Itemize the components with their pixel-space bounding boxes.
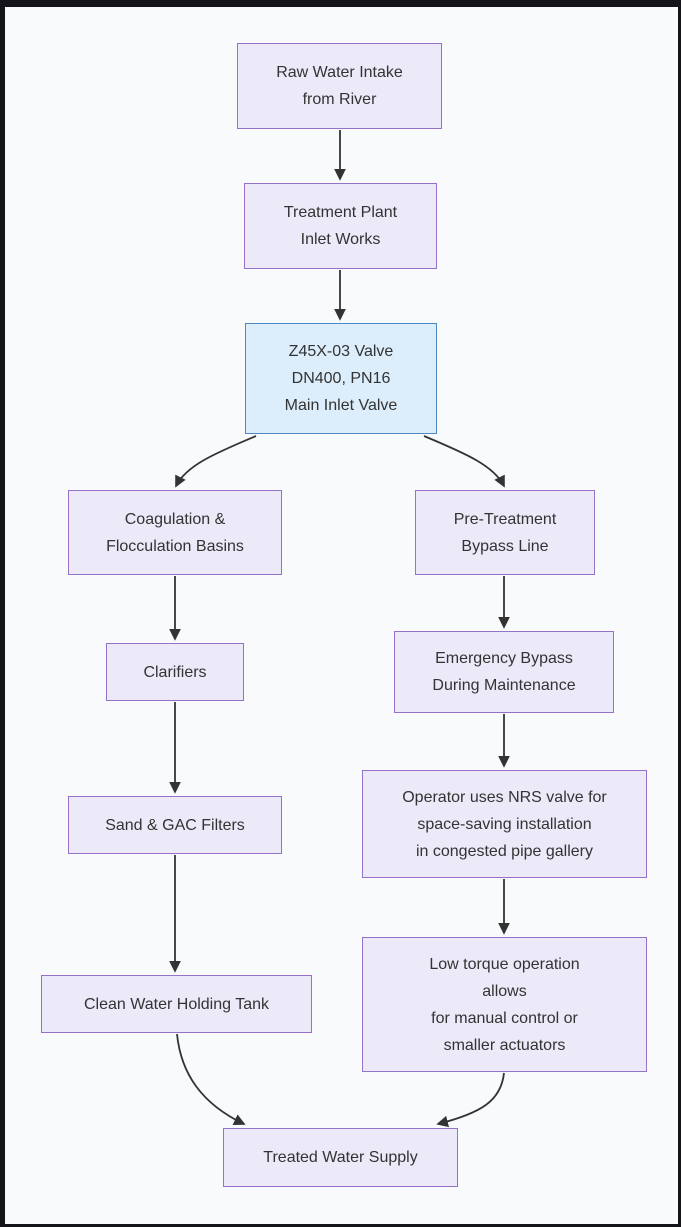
- node-treatment-plant-inlet: Treatment Plant Inlet Works: [244, 183, 437, 269]
- node-low-torque-operation: Low torque operation allows for manual c…: [362, 937, 647, 1072]
- node-clean-water-tank: Clean Water Holding Tank: [41, 975, 312, 1033]
- node-coagulation-basins: Coagulation & Flocculation Basins: [68, 490, 282, 575]
- node-emergency-bypass: Emergency Bypass During Maintenance: [394, 631, 614, 713]
- node-raw-water-intake: Raw Water Intake from River: [237, 43, 442, 129]
- node-operator-nrs-valve: Operator uses NRS valve for space-saving…: [362, 770, 647, 878]
- node-pre-treatment-bypass: Pre-Treatment Bypass Line: [415, 490, 595, 575]
- node-treated-water-supply: Treated Water Supply: [223, 1128, 458, 1187]
- node-main-inlet-valve: Z45X-03 Valve DN400, PN16 Main Inlet Val…: [245, 323, 437, 434]
- node-clarifiers: Clarifiers: [106, 643, 244, 701]
- node-sand-gac-filters: Sand & GAC Filters: [68, 796, 282, 854]
